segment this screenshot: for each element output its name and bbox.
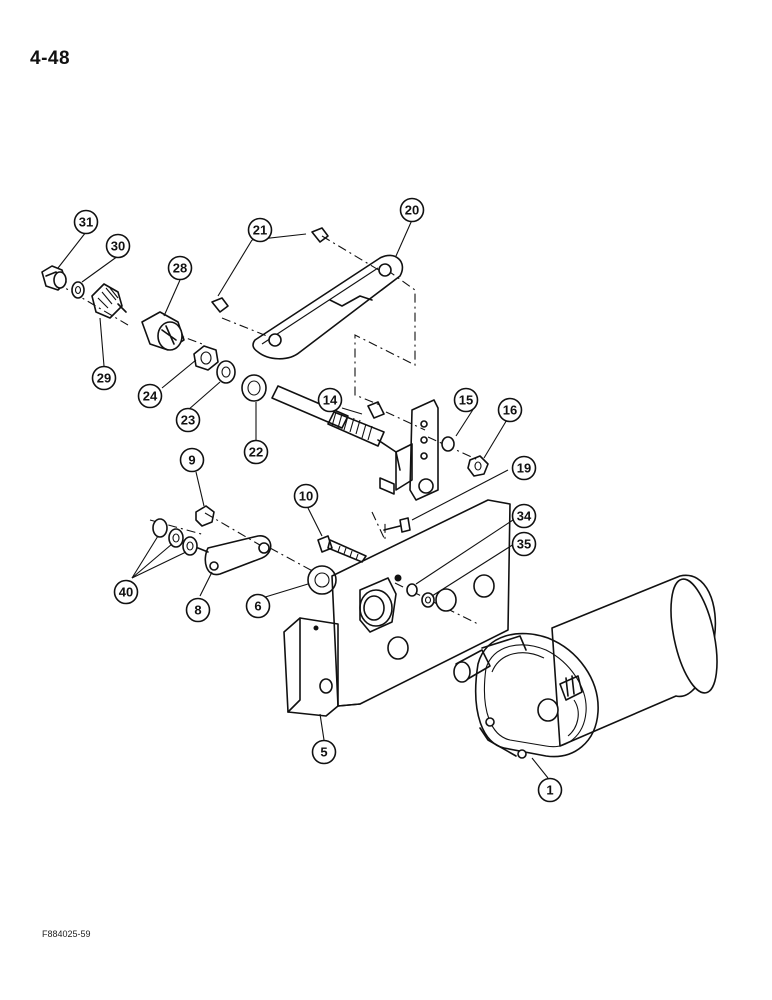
callout-circle [105,233,131,259]
callout-number: 8 [194,603,201,618]
callout-circle [537,777,563,803]
callout-circle [91,365,117,391]
bushing-part [141,311,185,351]
callout-28: 28 [167,255,193,281]
callout-5: 5 [311,739,337,765]
callout-number: 10 [299,489,313,504]
callout-circle [73,209,99,235]
washer-part [307,565,337,595]
washer-part [71,281,85,299]
callout-10: 10 [293,483,319,509]
callout-35: 35 [511,531,537,557]
nut-part [195,505,215,527]
callout-14: 14 [317,387,343,413]
callout-24: 24 [137,383,163,409]
callout-23: 23 [175,407,201,433]
callout-circle [185,597,211,623]
page-number: 4-48 [30,48,71,69]
washer-part [441,436,455,452]
callout-circle [511,455,537,481]
callout-number: 40 [119,585,133,600]
screw-part [383,517,411,533]
callout-number: 9 [188,453,195,468]
bolt-part [317,535,367,563]
callout-34: 34 [511,503,537,529]
callout-16: 16 [497,397,523,423]
callout-number: 19 [517,461,531,476]
callout-circle [113,579,139,605]
callout-number: 31 [79,215,93,230]
callout-number: 20 [405,203,419,218]
callout-number: 34 [517,509,532,524]
crank-arm-part [197,535,272,576]
callout-number: 30 [111,239,125,254]
callout-circle [317,387,343,413]
callout-number: 23 [181,413,195,428]
callout-20: 20 [399,197,425,223]
washer-part [421,592,435,608]
drive-shaft-part [271,385,401,495]
callout-circle [175,407,201,433]
washer-part [406,583,418,597]
callout-circle [511,531,537,557]
callout-circle [243,439,269,465]
callout-circle [245,593,271,619]
washer-part [216,360,236,384]
callout-40: 40 [113,579,139,605]
callout-leaders [57,219,549,779]
knurled-knob-part [91,283,127,319]
callout-number: 35 [517,537,531,552]
callout-number: 6 [254,599,261,614]
callout-number: 16 [503,403,517,418]
callout-number: 24 [143,389,158,404]
callout-number: 1 [546,783,553,798]
callout-circle [167,255,193,281]
callout-circle [179,447,205,473]
washer-part [241,374,267,402]
callout-circle [453,387,479,413]
crank-bracket-part [395,399,439,501]
callout-number: 21 [253,223,267,238]
callout-8: 8 [185,597,211,623]
callout-number: 15 [459,393,473,408]
callout-30: 30 [105,233,131,259]
callout-31: 31 [73,209,99,235]
linkage-plate-part [252,254,404,360]
callout-19: 19 [511,455,537,481]
callout-circle [511,503,537,529]
wiper-motor-part [453,574,718,759]
callout-layer: 31 30 28 21 20 29 24 23 22 14 15 16 9 10 19 34 35 40 8 6 5 1 [73,197,563,803]
callout-circle [311,739,337,765]
cap-nut-part [41,265,67,291]
callout-number: 14 [323,393,338,408]
callout-circle [247,217,273,243]
callout-15: 15 [453,387,479,413]
callout-circle [137,383,163,409]
callout-circle [399,197,425,223]
callout-number: 29 [97,371,111,386]
nut-part [467,455,489,477]
callout-number: 22 [249,445,263,460]
figure-code: F884025-59 [42,929,91,939]
clip-part [211,227,329,313]
callout-9: 9 [179,447,205,473]
callout-21: 21 [247,217,273,243]
mounting-bracket-part [283,499,511,717]
hex-nut-part [193,345,219,371]
callout-number: 5 [320,745,327,760]
callout-6: 6 [245,593,271,619]
callout-22: 22 [243,439,269,465]
callout-number: 28 [173,261,187,276]
callout-circle [497,397,523,423]
washer-set-part [152,518,198,556]
callout-1: 1 [537,777,563,803]
callout-circle [293,483,319,509]
callout-29: 29 [91,365,117,391]
